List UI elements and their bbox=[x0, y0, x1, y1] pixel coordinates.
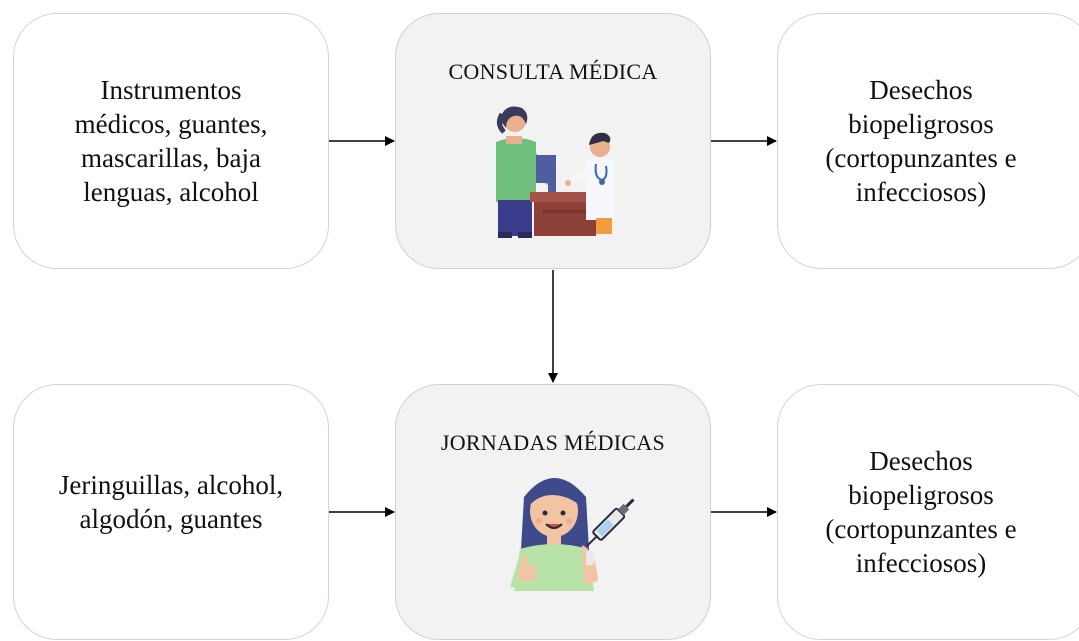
doctor-consultation-icon bbox=[496, 106, 614, 238]
inputs-box-row2: Jeringuillas, alcohol, algodón, guantes bbox=[13, 384, 329, 640]
outputs-box-row1: Desechos biopeligrosos (cortopunzantes e… bbox=[777, 13, 1079, 269]
vaccination-icon bbox=[510, 478, 635, 591]
process-box-jornadas: JORNADAS MÉDICAS bbox=[395, 384, 711, 640]
outputs-text-row1: Desechos biopeligrosos (cortopunzantes e… bbox=[825, 75, 1017, 207]
process-title-jornadas: JORNADAS MÉDICAS bbox=[440, 430, 666, 455]
inputs-text-row1: Instrumentos médicos, guantes, mascarill… bbox=[74, 75, 268, 207]
inputs-text-row2: Jeringuillas, alcohol, algodón, guantes bbox=[58, 470, 284, 534]
process-title-consulta: CONSULTA MÉDICA bbox=[448, 59, 658, 84]
outputs-box-row2: Desechos biopeligrosos (cortopunzantes e… bbox=[777, 384, 1079, 640]
inputs-box-row1: Instrumentos médicos, guantes, mascarill… bbox=[13, 13, 329, 269]
process-box-consulta: CONSULTA MÉDICA bbox=[395, 13, 711, 269]
outputs-text-row2: Desechos biopeligrosos (cortopunzantes e… bbox=[825, 446, 1017, 578]
